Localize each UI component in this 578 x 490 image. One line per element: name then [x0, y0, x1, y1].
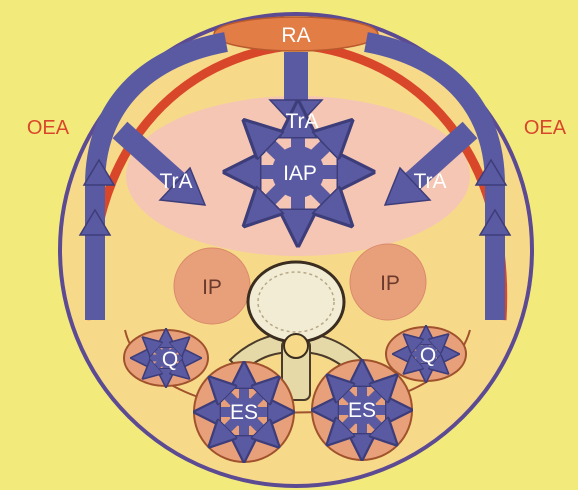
label-es-right: ES — [348, 399, 376, 422]
label-oea-left: OEA — [27, 117, 70, 139]
label-oea-right: OEA — [524, 117, 567, 139]
label-q-right: Q — [420, 344, 436, 367]
label-ip-left: IP — [202, 276, 222, 299]
label-tra-right: TrA — [413, 170, 446, 193]
label-iap: IAP — [283, 162, 317, 185]
label-es-left: ES — [230, 401, 258, 424]
label-tra-left: TrA — [159, 170, 192, 193]
label-ip-right: IP — [380, 272, 400, 295]
label-ra: RA — [281, 24, 310, 47]
label-tra-top: TrA — [285, 110, 318, 133]
label-q-left: Q — [162, 348, 178, 371]
